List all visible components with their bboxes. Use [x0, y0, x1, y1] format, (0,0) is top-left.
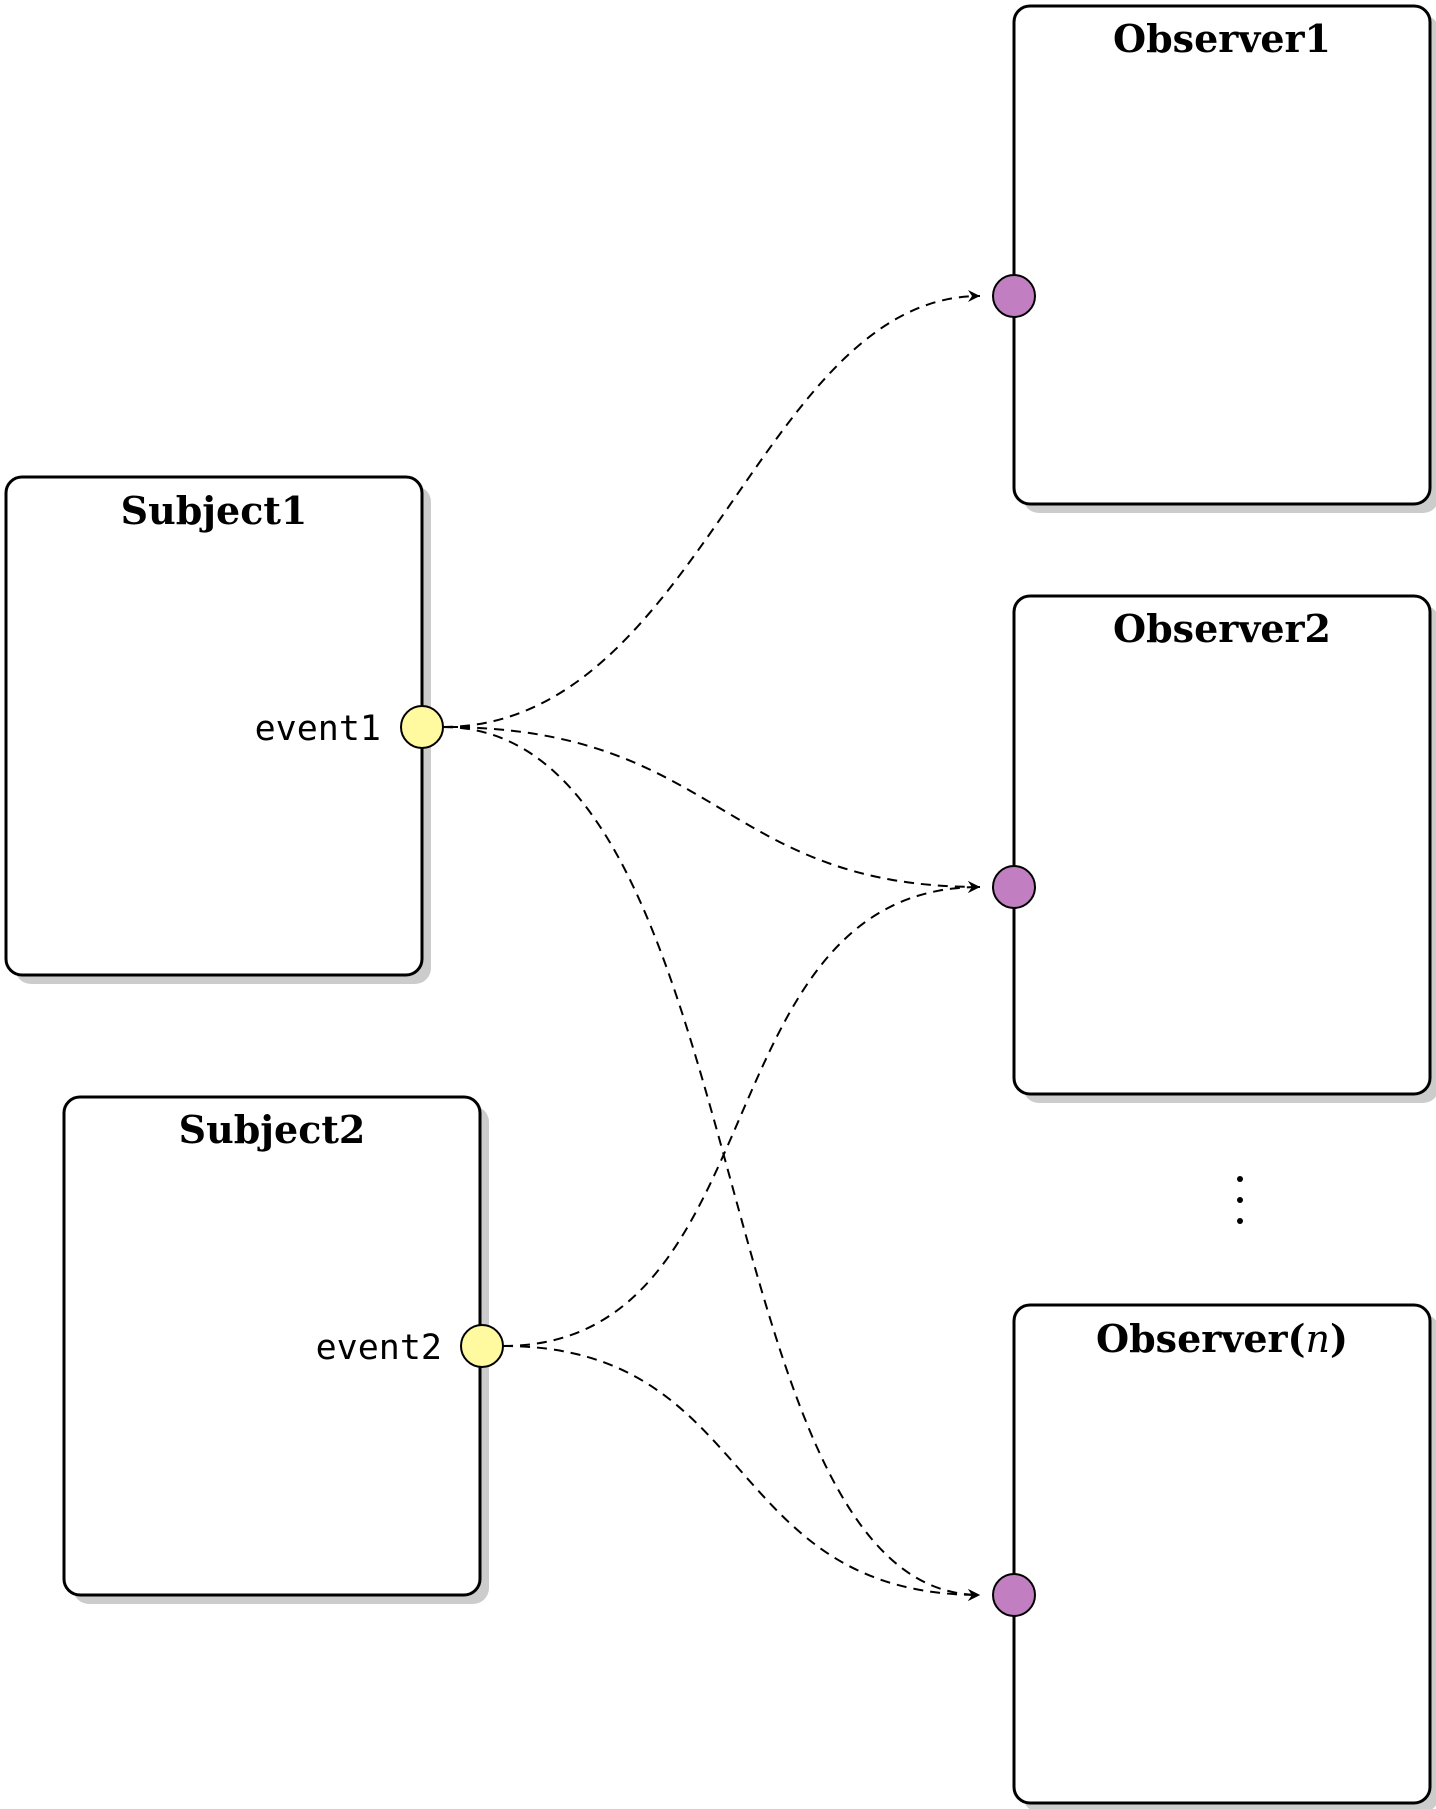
observern-frame: [1012, 1303, 1432, 1805]
observer2-box: Observer2: [992, 594, 1436, 1103]
event2-label: event2: [316, 1328, 442, 1368]
observer1-box: Observer1: [992, 4, 1436, 513]
ellipsis-dot: [1237, 1197, 1243, 1203]
observern-title: Observer(n): [1096, 1316, 1348, 1361]
observer-ellipsis: [1237, 1176, 1243, 1224]
subject1-title: Subject1: [121, 488, 308, 533]
connectors: [442, 290, 981, 1601]
observer2-title: Observer2: [1113, 606, 1331, 651]
observer1-port[interactable]: [992, 274, 1036, 318]
event1-label: event1: [255, 709, 381, 749]
observern-box: Observer(n): [992, 1303, 1436, 1809]
connector-event1-observern: [442, 726, 981, 1601]
ellipsis-dot: [1237, 1218, 1243, 1224]
event1-port[interactable]: [400, 705, 444, 749]
ellipsis-dot: [1237, 1176, 1243, 1182]
observern-port[interactable]: [992, 1573, 1036, 1617]
observer1-title: Observer1: [1113, 16, 1331, 61]
connector-event2-observern: [502, 1345, 981, 1601]
subject1-box: Subject1 event1: [4, 475, 458, 984]
observer1-frame: [1012, 4, 1432, 506]
connector-event1-observer1: [442, 290, 981, 728]
subject2-box: Subject2 event2: [62, 1095, 504, 1604]
observer2-frame: [1012, 594, 1432, 1096]
event2-port[interactable]: [460, 1324, 504, 1368]
observer2-port[interactable]: [992, 865, 1036, 909]
connector-event2-observer2: [502, 881, 981, 1347]
subject2-title: Subject2: [179, 1107, 366, 1152]
connector-event1-observer2: [442, 726, 981, 893]
